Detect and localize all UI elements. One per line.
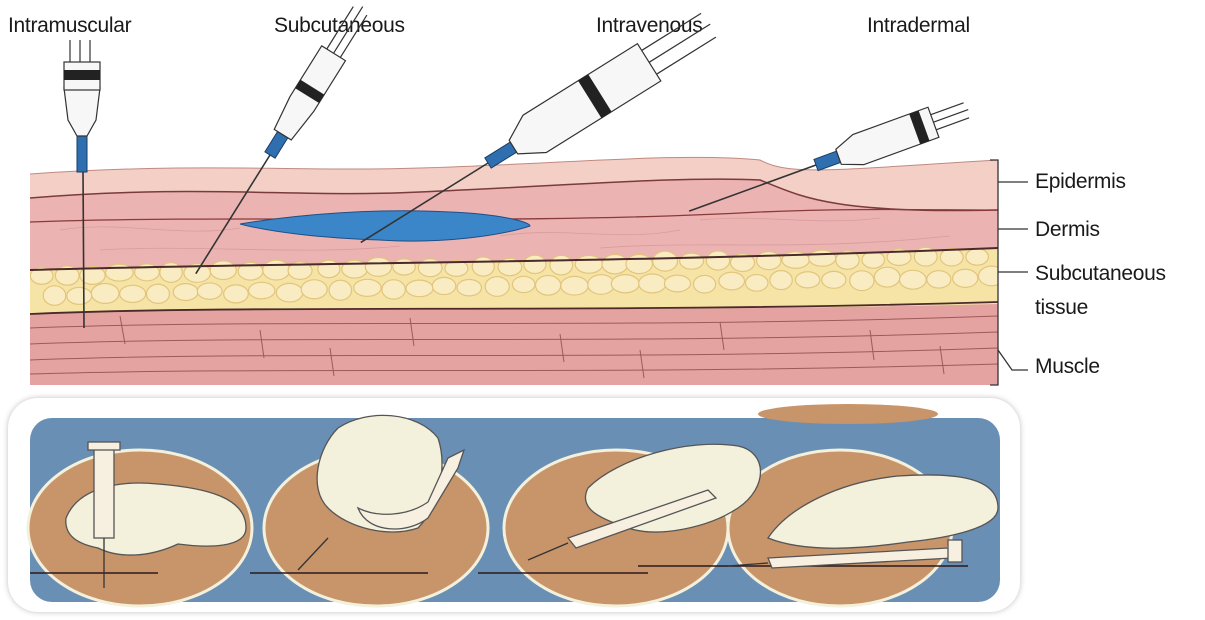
fat-cell [550, 255, 573, 275]
skin-cross-section-diagram [0, 0, 1205, 400]
fat-cell [512, 276, 534, 292]
fat-cell [757, 252, 781, 270]
fat-cell [653, 251, 678, 271]
fat-cell [224, 285, 249, 303]
muscle-layer [30, 300, 998, 385]
fat-cell [276, 283, 302, 302]
fat-cell [822, 271, 846, 288]
fat-cell [899, 270, 926, 289]
fat-cell [745, 275, 768, 292]
fat-cell [301, 280, 327, 299]
fat-cell [382, 280, 405, 299]
fat-cell [639, 274, 666, 293]
fat-cell [365, 258, 391, 277]
fat-cell [874, 267, 900, 287]
fat-cell [354, 279, 381, 296]
injection-angles-panel [8, 398, 1020, 612]
fat-cell [248, 282, 274, 299]
fat-cell [795, 272, 819, 288]
fat-cell [979, 266, 1006, 286]
fat-cell [966, 249, 989, 266]
fat-cell [850, 271, 874, 291]
fat-cell [536, 276, 561, 296]
fat-cell [862, 251, 885, 268]
fat-cell [406, 280, 433, 297]
fat-cell [611, 275, 639, 293]
fat-cell [927, 271, 951, 288]
fat-cell [173, 284, 198, 301]
fat-cell [588, 275, 615, 295]
fat-cell [809, 250, 836, 266]
fat-cell [664, 275, 690, 292]
fat-cell [120, 285, 146, 302]
fat-cell [693, 275, 715, 293]
fat-cell [197, 283, 222, 299]
fat-cell [318, 260, 340, 277]
fat-cell [263, 260, 290, 280]
fat-cell [770, 271, 792, 290]
fat-cell [432, 277, 455, 294]
injection-angles-illustration [8, 398, 1020, 612]
fat-cell [575, 256, 602, 274]
fat-cell [147, 284, 170, 303]
fat-cell [210, 261, 236, 280]
fat-cell [626, 254, 653, 273]
fat-cell [43, 286, 65, 306]
fat-cell [680, 253, 704, 269]
fat-cell [524, 255, 546, 273]
fat-cell [602, 254, 628, 273]
fat-cell [67, 287, 92, 304]
fat-cell [485, 277, 509, 297]
fat-cell [953, 269, 978, 287]
fat-cell [91, 283, 119, 303]
fat-cell [472, 257, 494, 276]
fat-cell [393, 259, 415, 275]
fat-cell [706, 251, 729, 270]
fat-cell [457, 279, 481, 295]
fat-cell [329, 280, 352, 300]
fat-cell [561, 276, 588, 295]
fat-cell [719, 272, 745, 290]
